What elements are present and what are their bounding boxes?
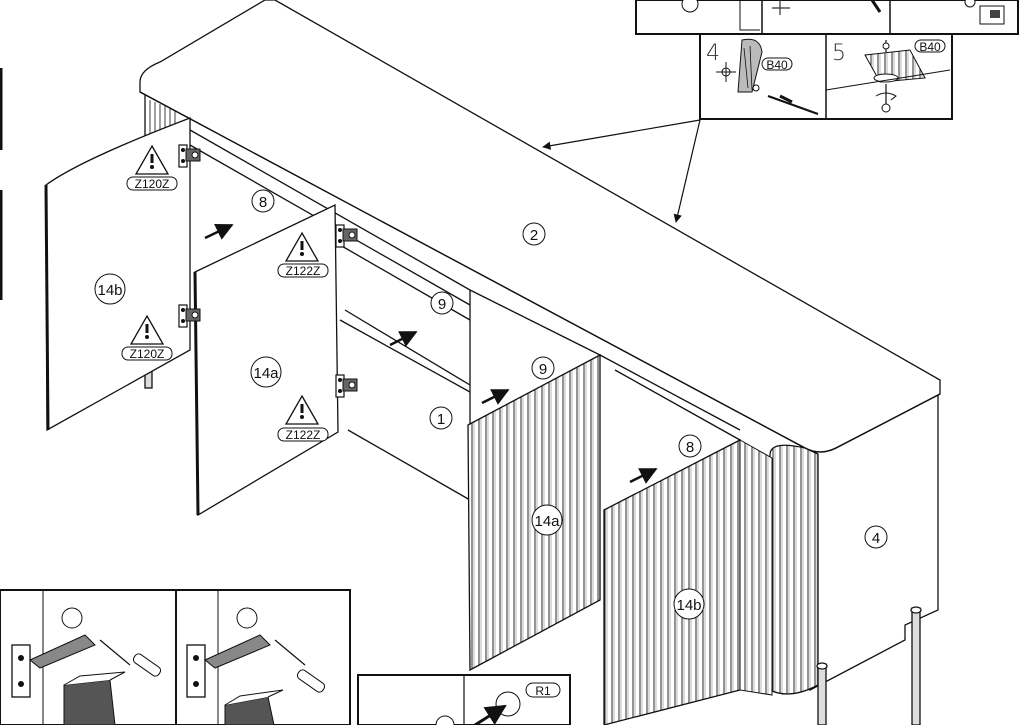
arrow-icon [629,467,658,484]
hinge-icon [335,224,358,248]
callout-label: 9 [539,361,547,378]
callouts [94,189,888,620]
arrow-icon [204,223,234,240]
part-tag: B40 [919,40,941,54]
step-number: 4 [706,41,720,66]
callout-label: 8 [686,439,694,456]
part-tag: Z120Z [135,177,170,191]
callout-label: 9 [438,296,446,313]
part-tag: B40 [766,58,788,72]
door-left-outer [44,117,191,432]
hinge-tags: Z120Z Z120Z Z122Z Z122Z [121,176,329,442]
tool-detail-panel: R1 [357,674,571,725]
callout-label: 2 [530,227,538,244]
arrow-icon [481,388,510,405]
step-number: 5 [832,41,846,66]
callout-label: 14b [97,282,122,299]
part-tag: Z120Z [130,347,165,361]
leader-arrows [542,119,701,223]
detail-panel-steps: 4 5 B40 B40 [699,33,953,120]
door-front-b [603,438,773,725]
part-tag: Z122Z [286,264,321,278]
detail-panel-top [635,0,1019,35]
hinge-detail-panel [0,589,351,725]
part-tag: Z122Z [286,428,321,442]
callout-label: 4 [872,530,880,547]
callout-label: 14a [534,513,560,530]
callout-label: 1 [437,411,445,428]
callout-label: 14b [676,597,701,614]
hinge-icon [335,374,358,398]
shelf-arrows [204,223,658,484]
callout-labels: 2 1 4 8 9 9 8 14b 14a 14a 14b [97,194,880,614]
arrow-icon [389,330,418,347]
part-tag: R1 [535,684,551,698]
callout-label: 14a [253,365,279,382]
callout-label: 8 [259,194,267,211]
